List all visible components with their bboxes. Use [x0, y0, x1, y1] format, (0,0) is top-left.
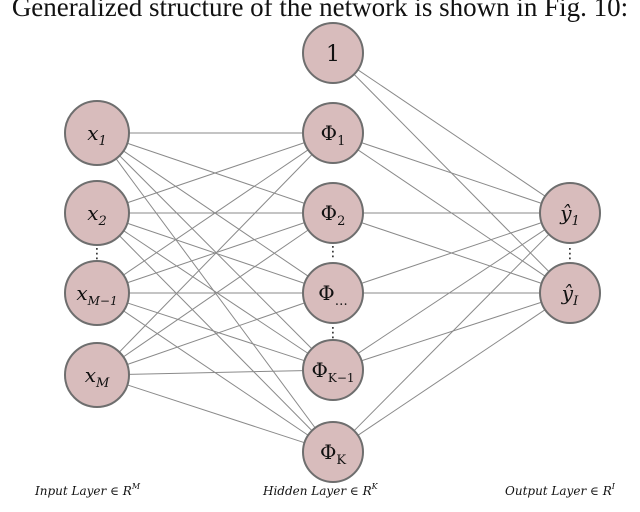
svg-text:xM: xM [85, 363, 110, 391]
svg-text:ΦK−1: ΦK−1 [311, 358, 354, 385]
svg-text:ŷI: ŷI [561, 281, 579, 309]
hidden-node-phi-dots: Φ… [302, 262, 364, 324]
input-node-xM-1: xM−1 [64, 260, 130, 326]
input-node-x1: x1 [64, 100, 130, 166]
bias-node: 1 [302, 22, 364, 84]
svg-text:1: 1 [326, 42, 340, 67]
edge [119, 155, 313, 350]
caption-text: Generalized structure of the network is … [11, 0, 629, 22]
input-node-x2: x2 [64, 180, 130, 246]
edge [123, 310, 309, 436]
svg-text:Φ2: Φ2 [321, 201, 346, 229]
svg-text:x1: x1 [87, 121, 107, 149]
connections [115, 69, 550, 444]
input-layer-label: Input Layer ∈ RM [34, 482, 141, 498]
edge [123, 229, 309, 358]
edge [357, 229, 546, 354]
edge [123, 149, 309, 276]
output-ellipsis: ⋮ [563, 246, 577, 262]
edge [128, 370, 304, 375]
hidden-ellipsis-2: ⋮ [326, 325, 340, 341]
edge [123, 150, 309, 277]
hidden-layer-label: Hidden Layer ∈ RK [262, 482, 379, 498]
edge [127, 302, 305, 365]
input-node-xM: xM [64, 342, 130, 408]
edge [357, 69, 546, 197]
hidden-ellipsis-1: ⋮ [326, 244, 340, 260]
edge [127, 302, 305, 362]
svg-text:x2: x2 [87, 201, 107, 229]
output-node-yI: ŷI [539, 262, 601, 324]
edge [127, 384, 305, 444]
edge [127, 142, 305, 204]
output-node-y1: ŷ1 [539, 182, 601, 244]
edge [353, 233, 550, 432]
edge [123, 230, 309, 354]
edge [118, 154, 313, 353]
hidden-node-phiK: ΦK [302, 421, 364, 483]
svg-text:xM−1: xM−1 [76, 281, 117, 308]
edge [127, 142, 305, 204]
edge [361, 222, 542, 284]
svg-text:ΦK: ΦK [320, 440, 346, 468]
output-layer-label: Output Layer ∈ RI [505, 482, 616, 498]
hidden-node-phi2: Φ2 [302, 182, 364, 244]
hidden-node-phiK-1: ΦK−1 [302, 339, 364, 401]
hidden-node-phi1: Φ1 [302, 102, 364, 164]
edge [357, 309, 546, 436]
edge [119, 235, 313, 432]
edge [361, 301, 542, 362]
edge [353, 73, 550, 273]
svg-text:ŷ1: ŷ1 [559, 201, 580, 229]
input-ellipsis: ⋮ [90, 246, 104, 262]
svg-text:Φ1: Φ1 [321, 121, 346, 149]
svg-text:Φ…: Φ… [318, 281, 347, 309]
